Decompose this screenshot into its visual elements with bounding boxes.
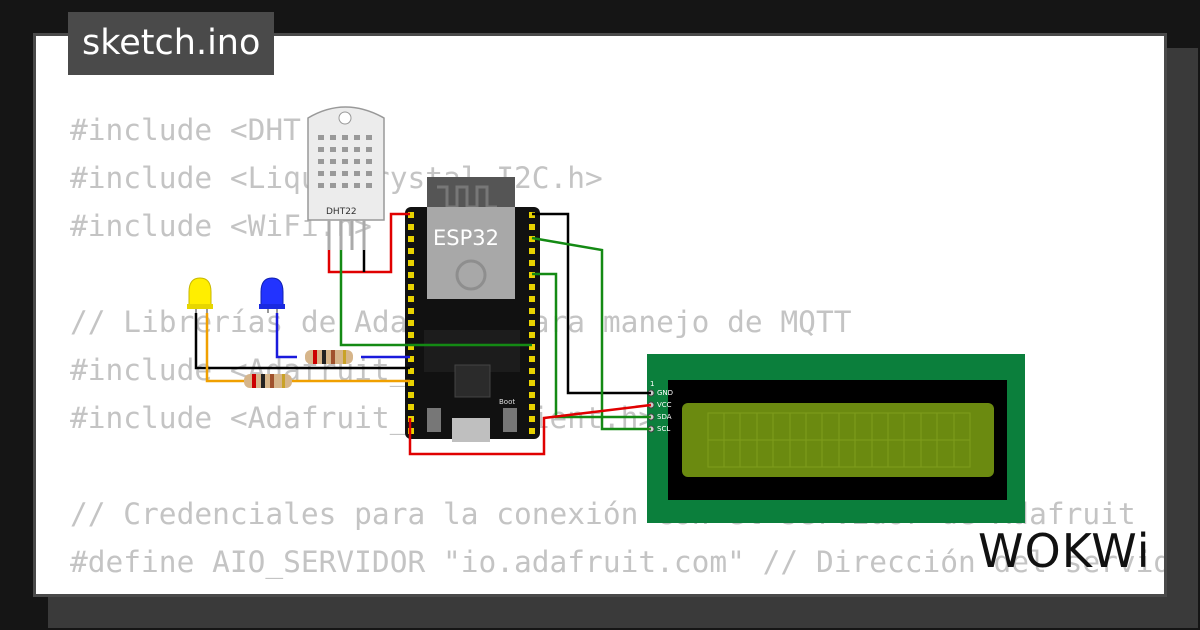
usb-uart-chip [454,364,491,398]
wire-lcd-scl[interactable] [531,236,651,431]
lcd-pin-gnd-label: GND [657,389,673,397]
dht22-sensor[interactable]: DHT22 [307,106,385,250]
esp32-board[interactable]: ESP32 Boot [405,177,540,442]
dht22-mount-hole [338,111,352,125]
led-body [260,277,284,306]
wire-led-blue[interactable] [275,313,297,359]
esp32-label: ESP32 [433,226,499,250]
esp32-shield [427,207,515,299]
lcd-pin-sda-label: SDA [657,413,672,421]
led-blue[interactable] [259,277,285,313]
dht22-label: DHT22 [326,207,357,217]
usb-port[interactable] [452,418,490,442]
dht22-grille [318,135,372,188]
espressif-logo-icon [455,259,487,291]
code-line: #define AIO_SERVIDOR "io.adafruit.com" /… [70,545,1167,579]
resistor-yellow[interactable] [244,374,292,388]
boot-button[interactable] [503,408,517,432]
resistor-blue[interactable] [305,350,353,364]
led-yellow[interactable] [187,277,213,313]
wire-led-yellow[interactable] [205,313,410,383]
wire-lcd-vcc[interactable] [408,403,652,456]
wires [194,212,652,456]
file-tab[interactable]: sketch.ino [68,12,275,75]
wokwi-logo: WOKWi [978,524,1151,578]
wire-dht-vcc[interactable] [327,212,410,274]
lcd-pin-scl-label: SCL [657,425,670,433]
lcd-pin-vcc-label: VCC [657,401,672,409]
wire-lcd-sda[interactable] [532,272,651,419]
en-button[interactable] [427,408,441,432]
code-line: #include <LiquidCrystal_I2C.h> [70,161,603,195]
wire-led-gnd[interactable] [194,313,410,370]
lcd-module[interactable]: 1 GND VCC SDA SCL [647,354,1025,523]
lcd-character-grid [707,412,971,468]
dht22-legs [327,220,366,250]
antenna-trace-icon [437,185,497,209]
code-line: #define AIO_PUERTOSERVIDOR 1883 // Puert… [70,586,1164,594]
lcd-pin1-label: 1 [650,380,654,388]
boot-label: Boot [499,398,515,406]
wire-dht-data[interactable] [339,250,532,347]
led-body [188,277,212,306]
wire-lcd-gnd[interactable] [532,212,651,395]
